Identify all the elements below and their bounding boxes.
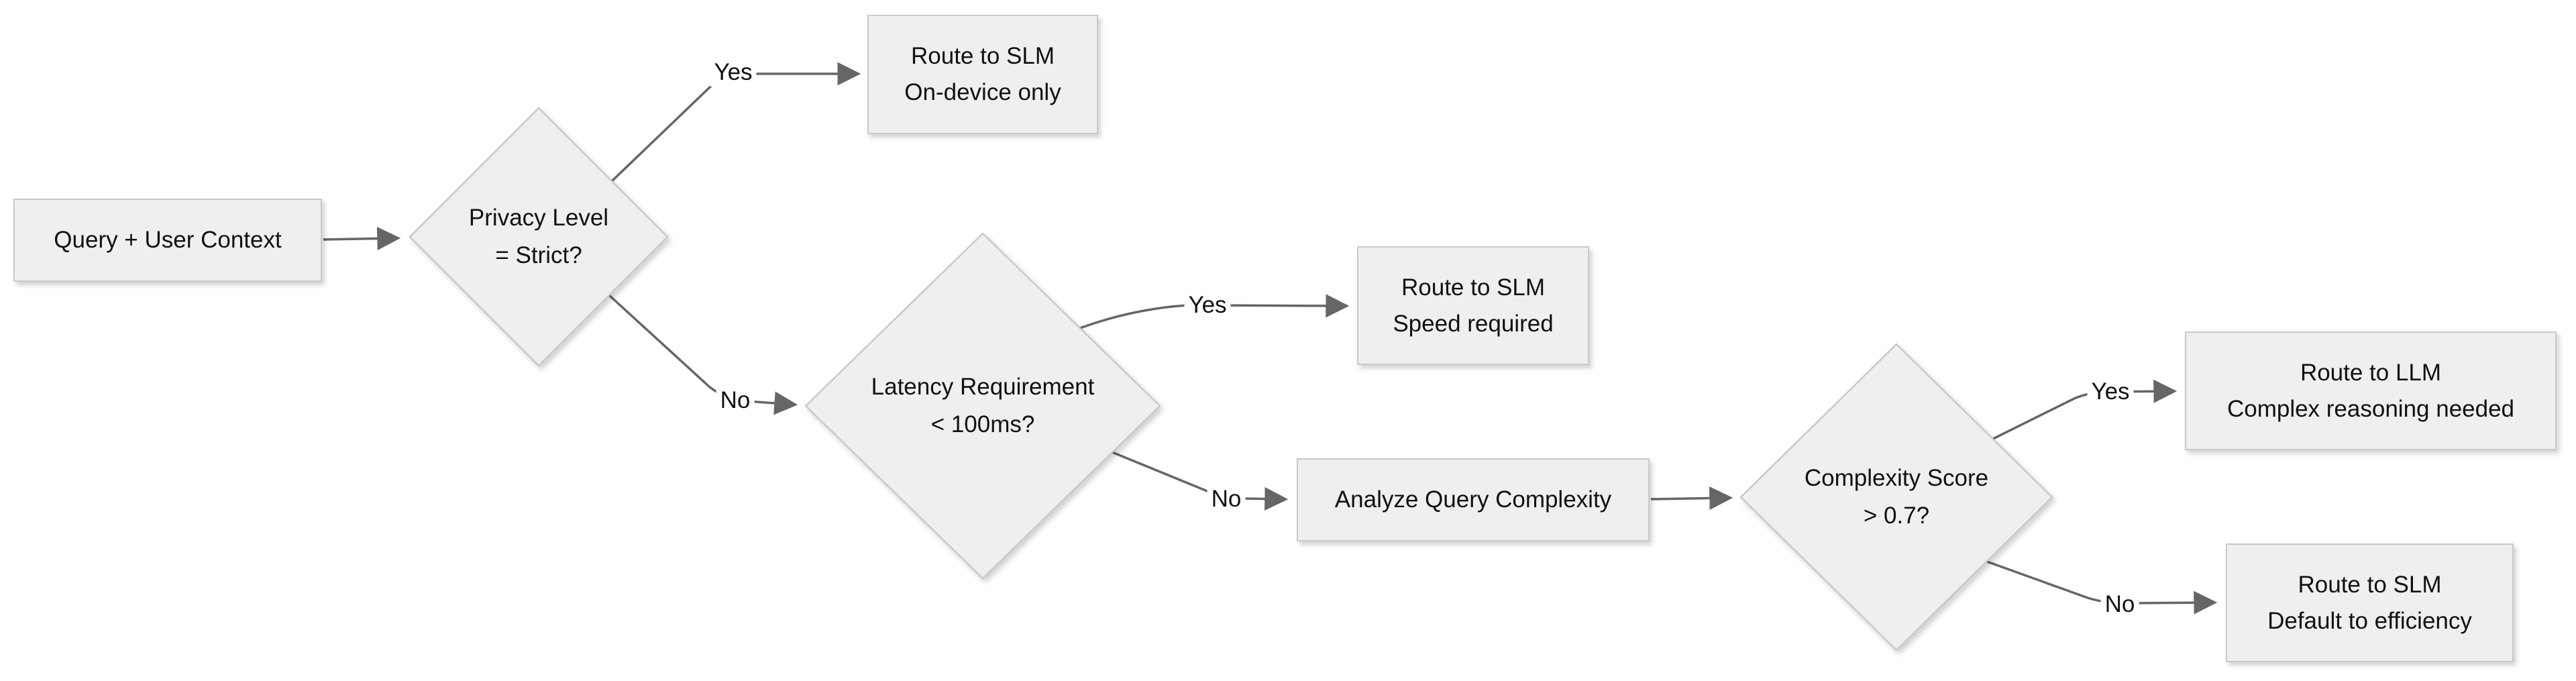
node-route-slm-speed-line2: Speed required xyxy=(1393,310,1554,337)
decision-complexity-score-line2: > 0.7? xyxy=(1863,503,1930,529)
node-route-llm-complex-line1: Route to LLM xyxy=(2300,359,2442,386)
node-analyze-query-complexity-label: Analyze Query Complexity xyxy=(1334,486,1612,513)
node-route-slm-speed: Route to SLM Speed required xyxy=(1357,246,1589,365)
diamond-latency-shape xyxy=(804,232,1161,580)
node-route-slm-ondevice-line2: On-device only xyxy=(904,79,1061,105)
edge-complexity-yes-to-llm xyxy=(1992,379,2178,440)
node-route-slm-speed-line1: Route to SLM xyxy=(1401,274,1545,301)
decision-complexity-score-line1: Complexity Score xyxy=(1804,465,1989,491)
node-route-slm-default-line1: Route to SLM xyxy=(2298,571,2442,598)
decision-privacy-level: Privacy Level = Strict? xyxy=(469,199,608,274)
edge-privacy-no-to-latency xyxy=(608,294,798,415)
edge-label-latency-yes: Yes xyxy=(1184,291,1231,319)
node-analyze-query-complexity: Analyze Query Complexity xyxy=(1297,458,1650,541)
decision-complexity-score: Complexity Score > 0.7? xyxy=(1805,460,1988,535)
diamond-complexity-shape xyxy=(1739,343,2053,651)
diamond-privacy-shape xyxy=(409,107,669,367)
node-query-user-context-label: Query + User Context xyxy=(54,227,282,253)
node-route-slm-default: Route to SLM Default to efficiency xyxy=(2226,543,2514,662)
node-route-slm-ondevice: Route to SLM On-device only xyxy=(867,15,1098,134)
edge-analyze-to-complexity xyxy=(1650,486,1733,511)
decision-latency-requirement: Latency Requirement < 100ms? xyxy=(871,368,1095,443)
edge-label-privacy-no: No xyxy=(716,386,755,415)
node-route-slm-ondevice-line1: Route to SLM xyxy=(911,43,1055,69)
decision-privacy-level-line2: = Strict? xyxy=(495,242,582,268)
edge-label-latency-no: No xyxy=(1207,485,1246,513)
edge-input-to-privacy xyxy=(323,227,401,251)
node-route-llm-complex-line2: Complex reasoning needed xyxy=(2226,395,2515,422)
node-route-slm-default-line2: Default to efficiency xyxy=(2267,607,2472,634)
edge-privacy-yes-to-slm-private xyxy=(610,62,861,182)
decision-shapes xyxy=(409,107,2053,651)
edge-label-privacy-yes: Yes xyxy=(710,58,757,87)
node-query-user-context: Query + User Context xyxy=(13,199,322,282)
decision-latency-requirement-line2: < 100ms? xyxy=(930,411,1035,437)
edge-label-complexity-yes: Yes xyxy=(2087,378,2134,406)
decision-privacy-level-line1: Privacy Level xyxy=(468,205,609,231)
node-route-llm-complex: Route to LLM Complex reasoning needed xyxy=(2185,331,2557,450)
decision-latency-requirement-line1: Latency Requirement xyxy=(871,374,1095,400)
edge-latency-no-to-analyze xyxy=(1112,451,1289,511)
edge-label-complexity-no: No xyxy=(2100,590,2139,619)
